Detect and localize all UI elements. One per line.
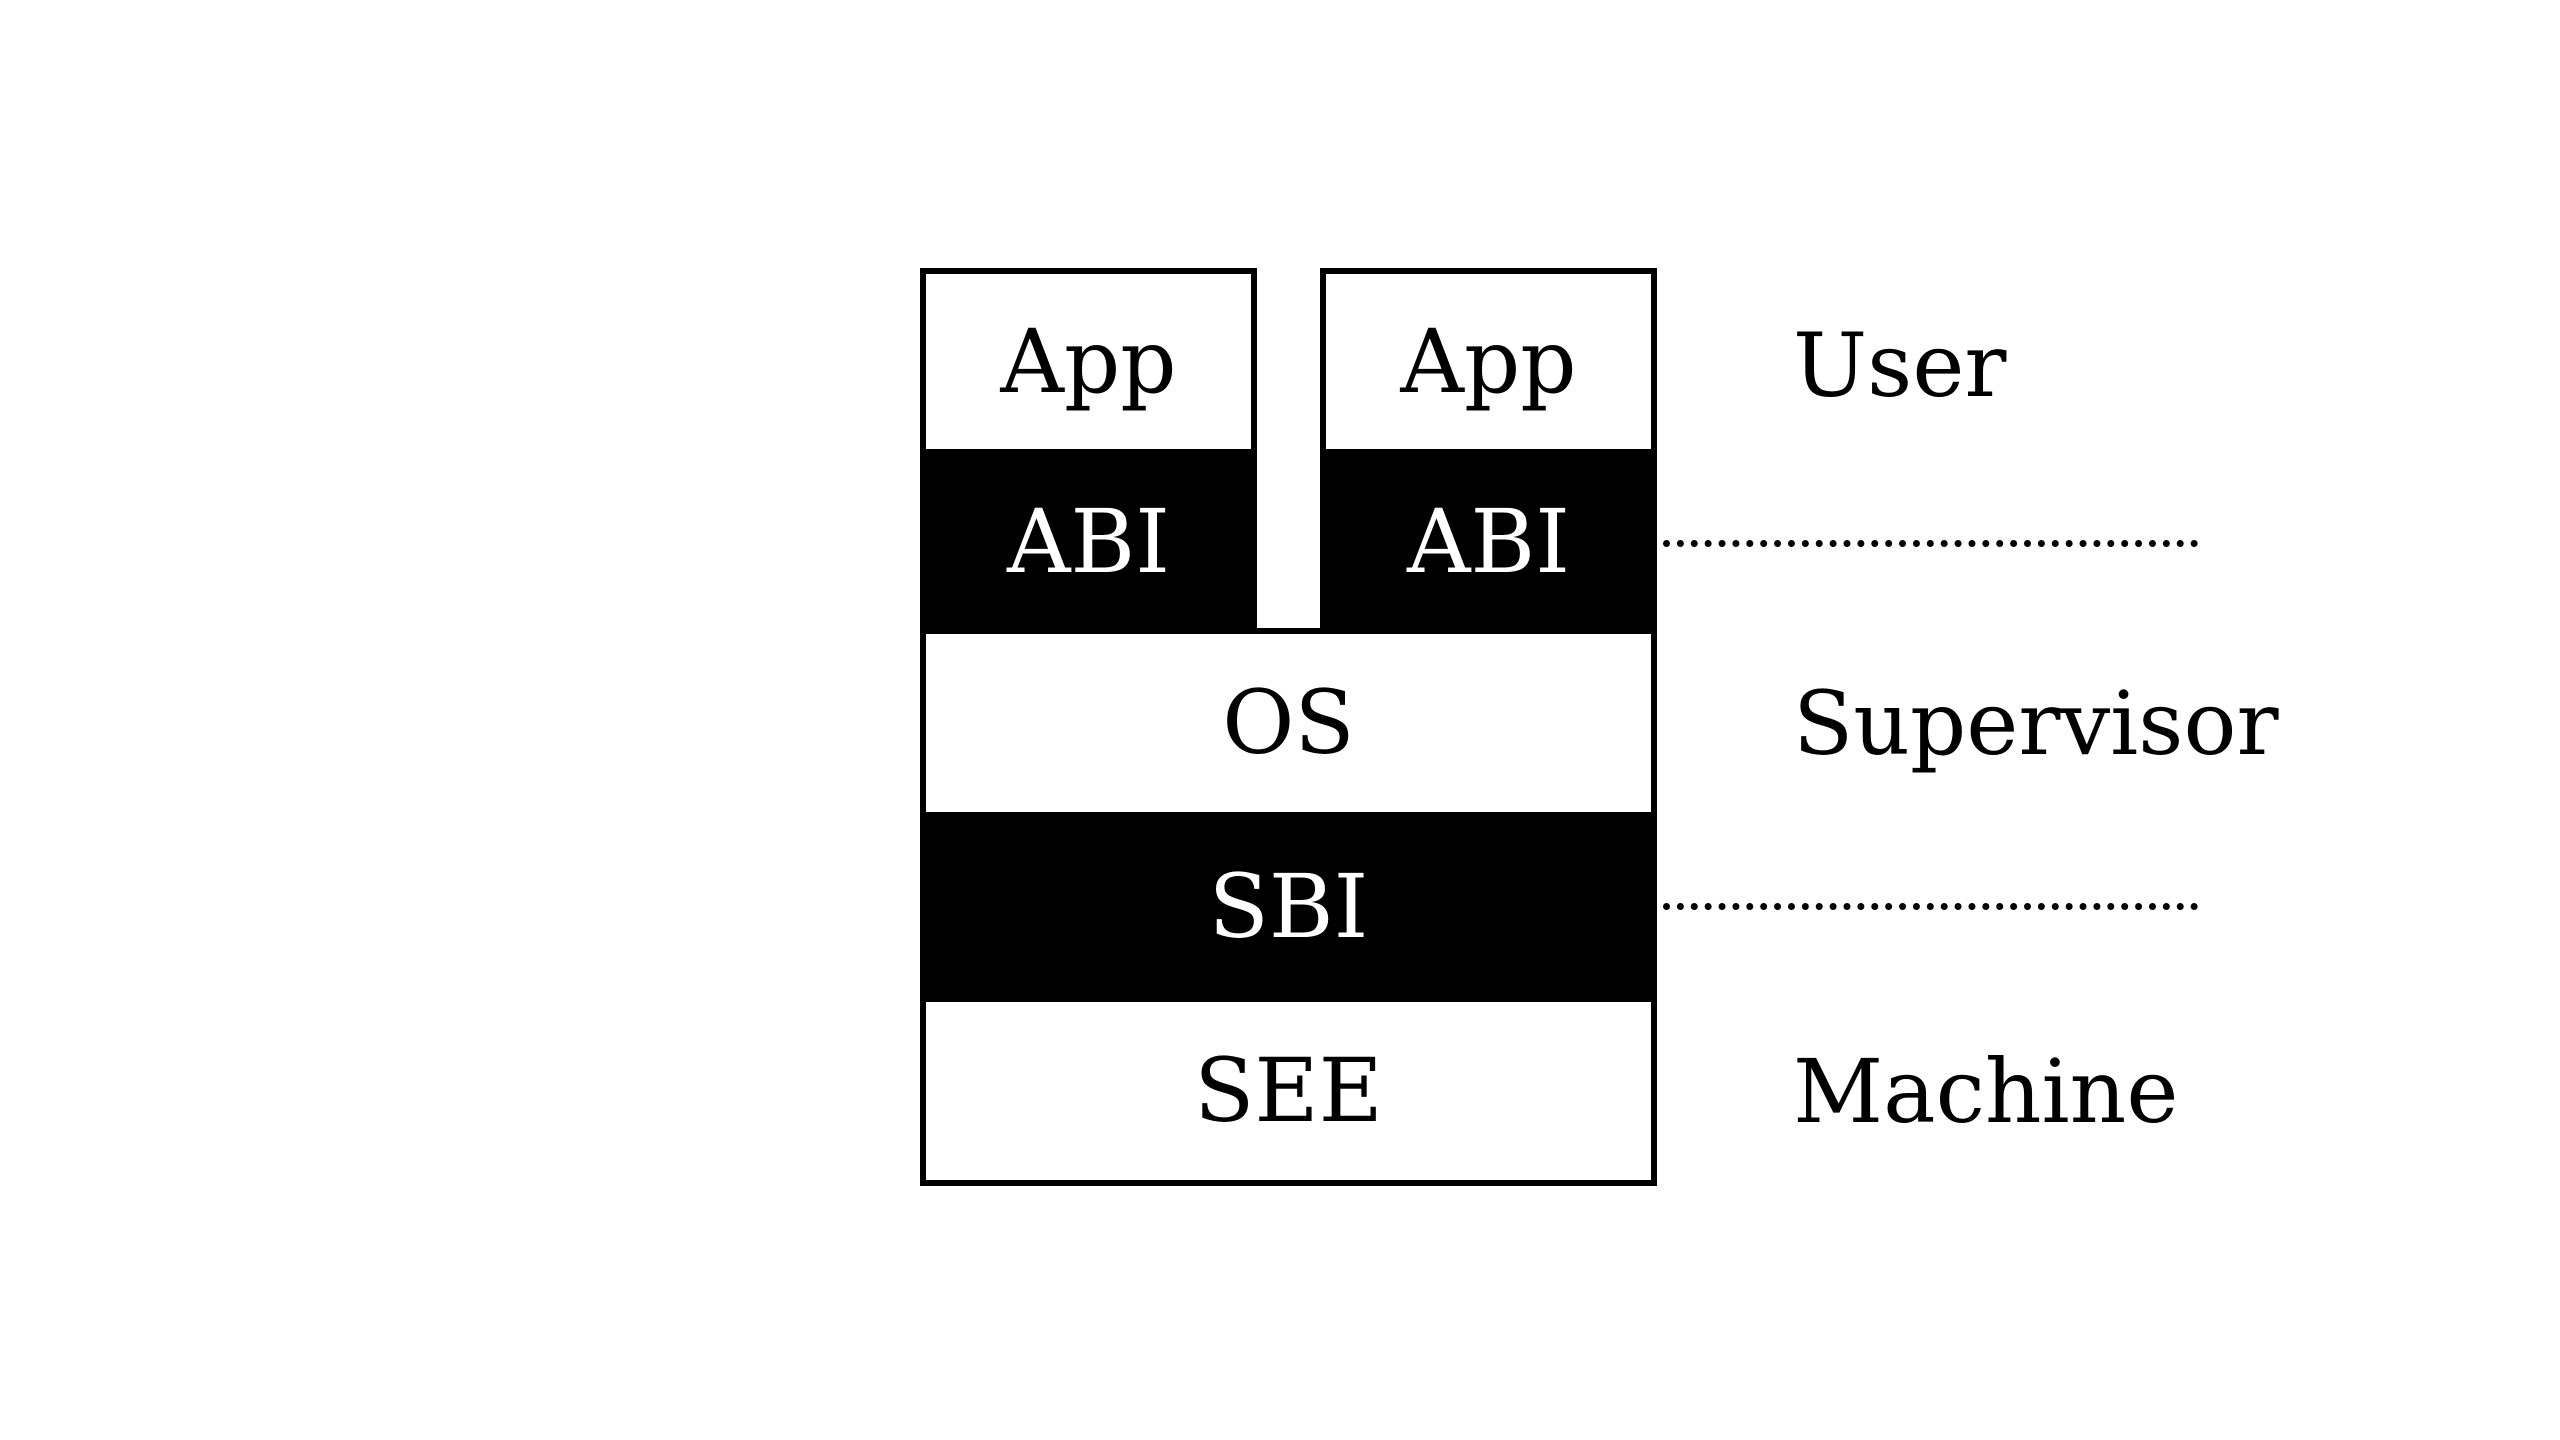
app-right-label: App: [1400, 309, 1577, 413]
sbi-label: SBI: [1208, 855, 1369, 958]
abi-right-box: ABI: [1320, 449, 1657, 634]
abi-right-label: ABI: [1407, 489, 1570, 593]
sbi-box: SBI: [920, 812, 1657, 1002]
app-right-box: App: [1320, 268, 1657, 455]
level-machine-label: Machine: [1793, 1040, 2179, 1143]
app-left-label: App: [1000, 309, 1177, 413]
os-box: OS: [920, 628, 1657, 818]
abi-left-label: ABI: [1007, 489, 1170, 593]
app-left-box: App: [920, 268, 1257, 455]
sbi-level-separator: [1663, 903, 2198, 910]
level-user-label: User: [1793, 314, 2007, 417]
see-label: SEE: [1194, 1039, 1383, 1142]
level-supervisor-label: Supervisor: [1793, 672, 2279, 775]
abi-level-separator: [1663, 540, 2198, 547]
see-box: SEE: [920, 996, 1657, 1186]
os-label: OS: [1222, 671, 1355, 774]
abi-left-box: ABI: [920, 449, 1257, 634]
